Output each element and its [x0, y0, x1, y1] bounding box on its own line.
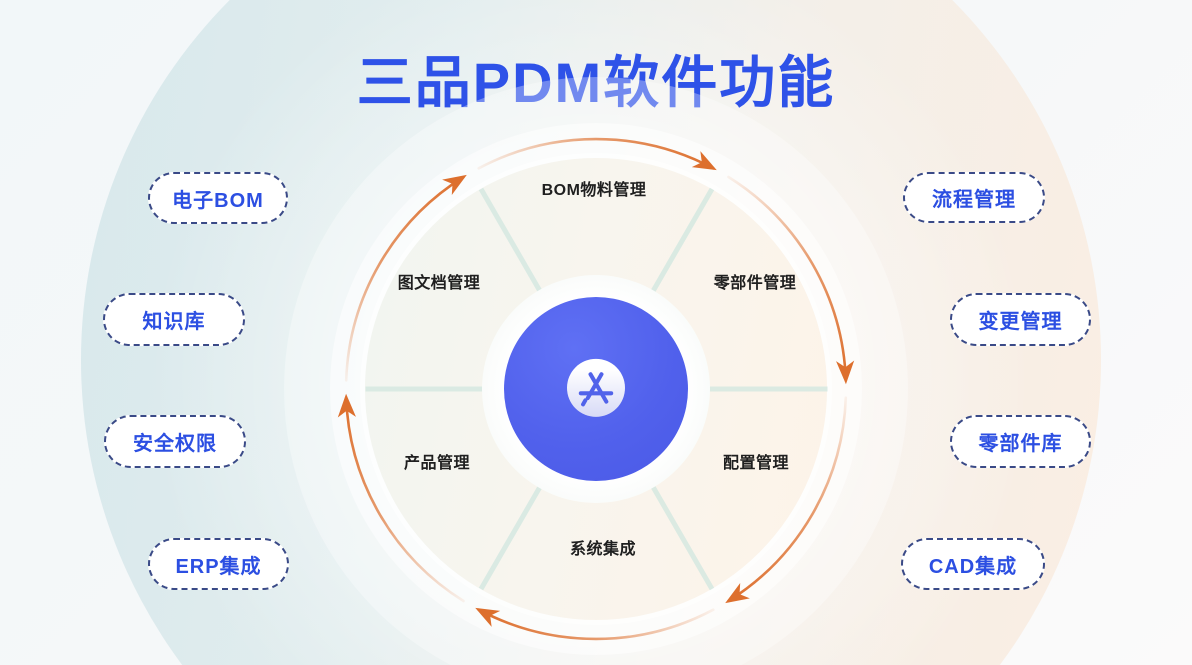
segment-label-parts-mgmt: 零部件管理	[713, 275, 797, 292]
feature-pill-parts-library: 零部件库	[950, 415, 1091, 468]
segment-label-system-integration: 系统集成	[569, 541, 637, 558]
segment-label-doc-mgmt: 图文档管理	[397, 275, 481, 292]
segment-label-bom-material: BOM物料管理	[541, 182, 647, 199]
segment-label-config-mgmt: 配置管理	[722, 455, 790, 472]
feature-pill-change-mgmt: 变更管理	[950, 293, 1091, 346]
segment-label-product-mgmt: 产品管理	[403, 455, 471, 472]
feature-pill-process-mgmt: 流程管理	[903, 172, 1045, 223]
feature-pill-ebom: 电子BOM	[148, 172, 288, 224]
feature-pill-security-permissions: 安全权限	[104, 415, 246, 468]
page-title: 三品PDM软件功能	[356, 51, 836, 114]
app-store-badge	[567, 358, 625, 417]
center-hub-circle	[504, 297, 688, 481]
feature-pill-cad-integration: CAD集成	[901, 538, 1045, 590]
app-store-icon	[578, 372, 614, 407]
feature-pill-knowledge-base: 知识库	[103, 293, 245, 346]
feature-pill-erp-integration: ERP集成	[148, 538, 289, 590]
